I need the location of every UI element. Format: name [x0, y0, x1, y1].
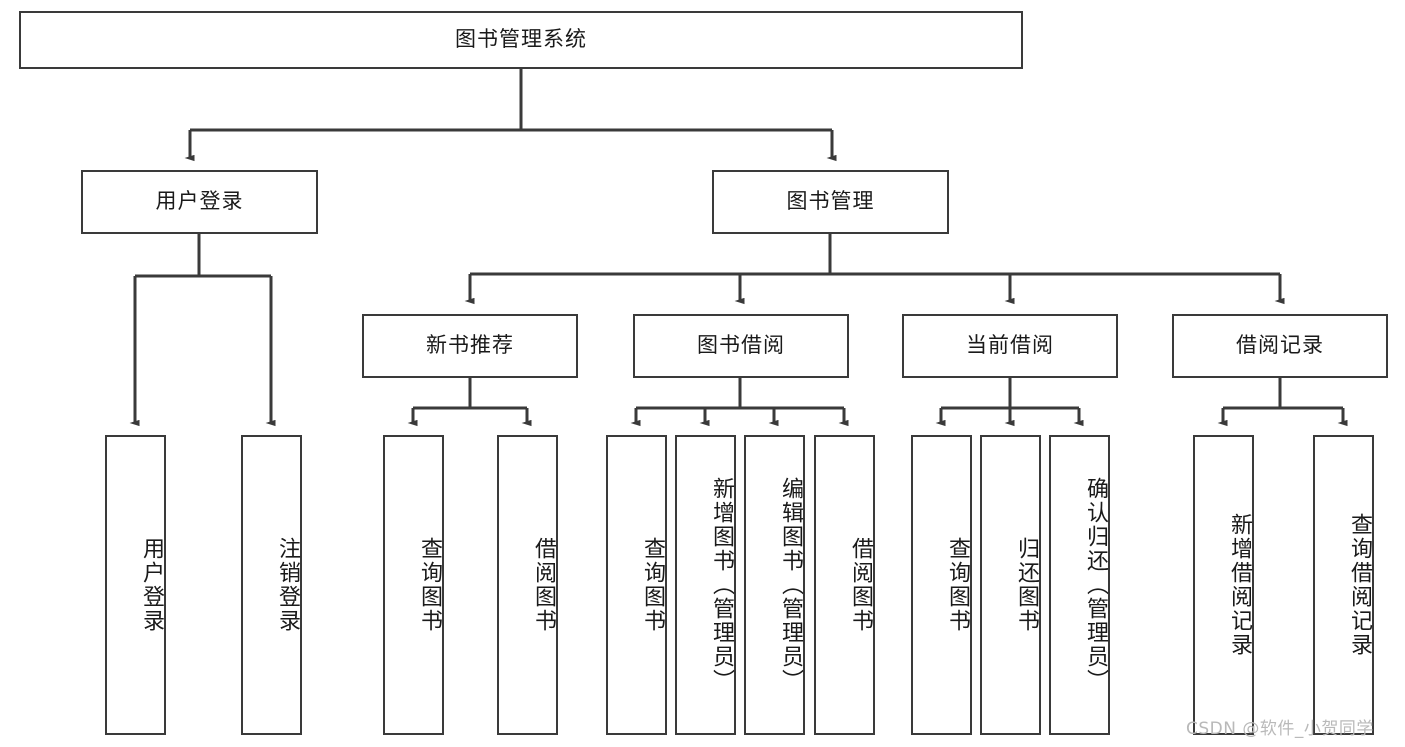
leaf-label: 确认归还（管理员） [1083, 477, 1108, 693]
node-new-book-recommend[interactable]: 新书推荐 [362, 314, 578, 378]
leaf-label: 新增图书（管理员） [709, 477, 734, 693]
leaf-label: 借阅图书 [531, 537, 556, 633]
node-new-book-recommend-label: 新书推荐 [426, 333, 514, 358]
node-root-label: 图书管理系统 [455, 27, 587, 52]
leaf-label: 查询图书 [417, 537, 442, 633]
node-root[interactable]: 图书管理系统 [19, 11, 1023, 69]
node-current-borrow[interactable]: 当前借阅 [902, 314, 1118, 378]
leaf-user-login-do-login[interactable]: 用户登录 [105, 435, 166, 735]
leaf-borrow-records-add-record[interactable]: 新增借阅记录 [1193, 435, 1254, 735]
leaf-label: 用户登录 [139, 537, 164, 633]
node-current-borrow-label: 当前借阅 [966, 333, 1054, 358]
leaf-user-login-logout[interactable]: 注销登录 [241, 435, 302, 735]
leaf-current-borrow-confirm-return-admin[interactable]: 确认归还（管理员） [1049, 435, 1110, 735]
leaf-label: 新增借阅记录 [1227, 513, 1252, 657]
node-book-management[interactable]: 图书管理 [712, 170, 949, 234]
leaf-current-borrow-query-book[interactable]: 查询图书 [911, 435, 972, 735]
leaf-new-book-borrow-book[interactable]: 借阅图书 [497, 435, 558, 735]
node-borrow-records[interactable]: 借阅记录 [1172, 314, 1388, 378]
leaf-label: 归还图书 [1014, 537, 1039, 633]
leaf-new-book-query-book[interactable]: 查询图书 [383, 435, 444, 735]
leaf-book-borrow-borrow-book[interactable]: 借阅图书 [814, 435, 875, 735]
csdn-watermark: CSDN @软件_小贺同学 [1186, 719, 1374, 739]
node-user-login[interactable]: 用户登录 [81, 170, 318, 234]
leaf-label: 编辑图书（管理员） [778, 477, 803, 693]
node-book-borrow-label: 图书借阅 [697, 333, 785, 358]
leaf-label: 借阅图书 [848, 537, 873, 633]
leaf-book-borrow-query-book[interactable]: 查询图书 [606, 435, 667, 735]
node-book-management-label: 图书管理 [786, 189, 875, 214]
leaf-label: 注销登录 [275, 537, 300, 633]
leaf-current-borrow-return-book[interactable]: 归还图书 [980, 435, 1041, 735]
leaf-borrow-records-query-record[interactable]: 查询借阅记录 [1313, 435, 1374, 735]
node-borrow-records-label: 借阅记录 [1236, 333, 1324, 358]
leaf-label: 查询图书 [640, 537, 665, 633]
leaf-label: 查询借阅记录 [1347, 513, 1372, 657]
node-user-login-label: 用户登录 [155, 189, 244, 214]
leaf-book-borrow-add-book-admin[interactable]: 新增图书（管理员） [675, 435, 736, 735]
leaf-book-borrow-edit-book-admin[interactable]: 编辑图书（管理员） [744, 435, 805, 735]
leaf-label: 查询图书 [945, 537, 970, 633]
node-book-borrow[interactable]: 图书借阅 [633, 314, 849, 378]
